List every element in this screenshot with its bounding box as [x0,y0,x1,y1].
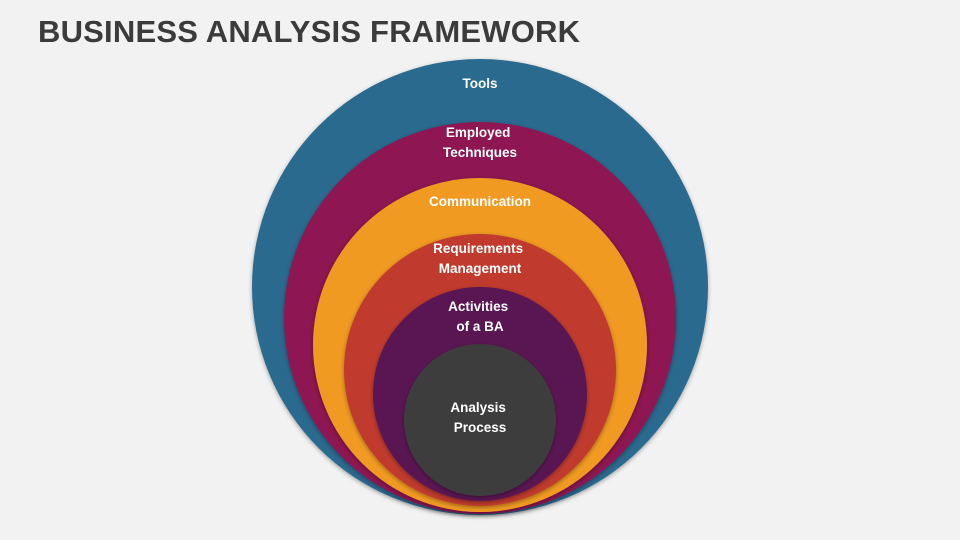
label-activities-of-a-ba-line-2: of a BA [456,319,504,334]
label-communication-line-1: Communication [429,194,531,209]
label-activities-of-a-ba-line-1: Activities [448,299,508,314]
label-requirements-management-line-1: Requirements [433,241,523,256]
label-employed-techniques: Employed Techniques [443,125,517,160]
slide-title: BUSINESS ANALYSIS FRAMEWORK [38,14,581,49]
label-analysis-process: Analysis Process [450,400,509,435]
label-requirements-management-line-2: Management [439,261,522,276]
label-analysis-process-line-1: Analysis [450,400,506,415]
label-employed-techniques-line-1: Employed [446,125,511,140]
label-tools-line-1: Tools [463,76,498,91]
label-requirements-management: Requirements Management [433,241,527,276]
label-communication: Communication [429,194,531,209]
label-activities-of-a-ba: Activities of a BA [448,299,512,334]
label-analysis-process-line-2: Process [454,420,507,435]
label-employed-techniques-line-2: Techniques [443,145,517,160]
core-analysis-process [404,344,556,496]
label-tools: Tools [463,76,498,91]
